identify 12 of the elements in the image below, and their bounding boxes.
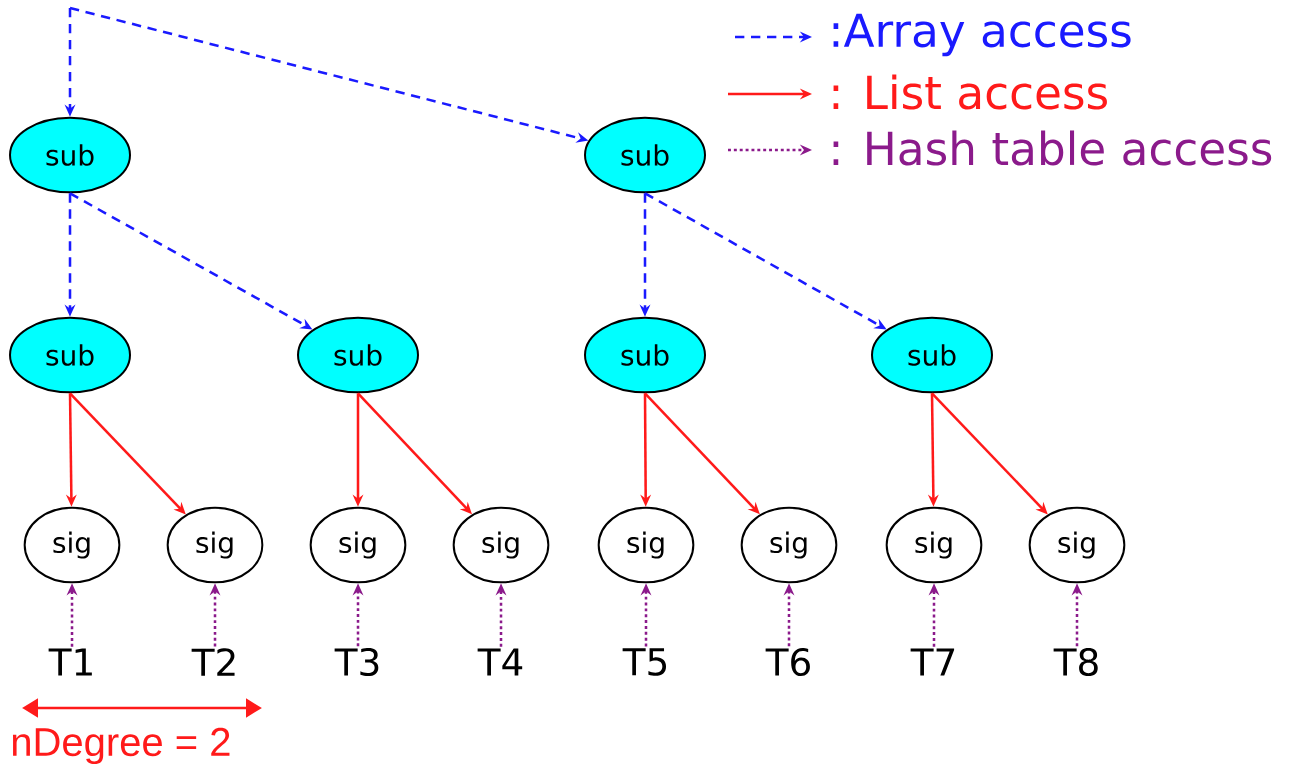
thread-label: T5 <box>622 648 667 676</box>
thread-label: T7 <box>910 648 955 676</box>
thread-label: T8 <box>1053 647 1098 677</box>
thread-label: T3 <box>334 647 379 677</box>
thread-label: T1 <box>48 648 92 676</box>
thread-label: T6 <box>765 647 810 677</box>
thread-label: T4 <box>477 648 523 676</box>
thread-label: T2 <box>191 648 235 676</box>
legend-text: : List access <box>833 74 1107 110</box>
dimension-label: nDegree = 2 <box>12 727 230 765</box>
legend-text: : Hash table access <box>833 130 1272 166</box>
legend-text: :Array access <box>833 13 1131 57</box>
